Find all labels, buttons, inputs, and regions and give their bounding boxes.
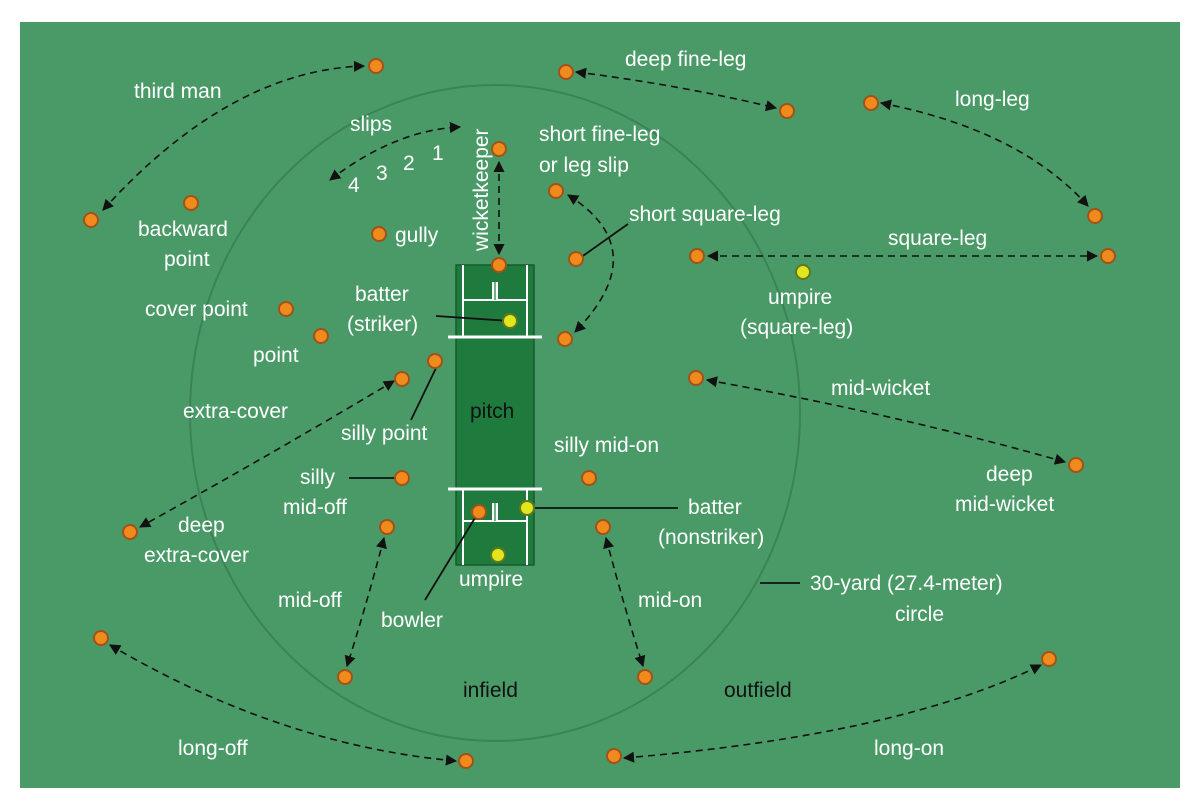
label-short-square-leg: short square-leg [629, 203, 781, 226]
marker-batter-nonstriker [519, 500, 535, 516]
arrow-mid-wicket [705, 376, 1067, 465]
arrow-deep-fine-leg [574, 67, 778, 112]
label-slips: slips [350, 113, 392, 136]
marker-wicketkeeper [491, 257, 507, 273]
marker-long-on [1041, 651, 1057, 667]
label-batter-striker-1: batter [355, 283, 409, 306]
marker-mid-off [379, 519, 395, 535]
label-cover-point: cover point [145, 298, 248, 321]
marker-point [313, 328, 329, 344]
label-circle-2: circle [895, 603, 944, 626]
marker-leg-slip [557, 331, 573, 347]
marker-silly-point [427, 353, 443, 369]
arrow-extra-cover [139, 380, 395, 528]
marker-long-leg-2 [1087, 208, 1103, 224]
label-slip-2: 2 [403, 152, 415, 175]
label-deep-mid-wicket-1: deep [986, 463, 1033, 486]
batter-umpire-markers [490, 264, 811, 563]
arrow-mid-on [603, 536, 646, 668]
marker-long-on-deep [606, 748, 622, 764]
movement-arrows [102, 60, 1099, 766]
label-third-man: third man [134, 80, 222, 103]
label-square-leg: square-leg [888, 227, 987, 250]
label-point: point [253, 344, 299, 367]
label-deep-extra-cover-2: extra-cover [144, 544, 249, 567]
label-infield: infield [463, 679, 518, 702]
marker-square-leg [689, 248, 705, 264]
marker-deep-extra-cover [122, 524, 138, 540]
label-silly-mid-off-1: silly [300, 466, 335, 489]
label-long-off: long-off [178, 737, 248, 760]
marker-mid-wicket [688, 370, 704, 386]
marker-silly-mid-off [394, 470, 410, 486]
marker-short-square-leg [568, 251, 584, 267]
marker-silly-mid-on [581, 470, 597, 486]
marker-third-man [368, 58, 384, 74]
label-circle-1: 30-yard (27.4-meter) [810, 572, 1003, 595]
marker-gully [371, 226, 387, 242]
label-mid-off: mid-off [278, 589, 342, 612]
label-slip-1: 1 [432, 142, 444, 165]
label-outfield: outfield [724, 679, 792, 702]
label-batter-nonstriker-1: batter [688, 496, 742, 519]
label-silly-mid-on: silly mid-on [554, 434, 659, 457]
marker-batter-striker [502, 313, 518, 329]
arrow-mid-off [344, 536, 387, 668]
arrow-long-on [622, 664, 1043, 763]
marker-wicketkeeper-deep [491, 141, 507, 157]
label-backward-point-1: backward [138, 218, 228, 241]
label-slip-4: 4 [348, 174, 360, 197]
arrow-slips [329, 121, 462, 181]
label-backward-point-2: point [164, 248, 210, 271]
marker-extra-cover [394, 371, 410, 387]
pitch-strip [448, 264, 542, 566]
label-silly-mid-off-2: mid-off [283, 496, 347, 519]
marker-mid-on [595, 519, 611, 535]
leader-lines [349, 223, 800, 601]
label-short-fine-leg-1: short fine-leg [539, 123, 660, 146]
position-labels: third man slips 1 2 3 4 wicketkeeper dee… [134, 48, 1054, 760]
marker-bowler [471, 504, 487, 520]
label-extra-cover: extra-cover [183, 400, 288, 423]
label-mid-wicket: mid-wicket [831, 377, 930, 400]
label-long-leg: long-leg [955, 88, 1030, 111]
label-umpire-sq-2: (square-leg) [740, 316, 853, 339]
label-bowler: bowler [381, 609, 443, 632]
label-mid-on: mid-on [638, 589, 702, 612]
marker-mid-on-deep [637, 669, 653, 685]
marker-deep-fine-leg-2 [779, 103, 795, 119]
arrow-long-leg [879, 99, 1089, 207]
label-pitch: pitch [470, 400, 514, 423]
marker-backward-point [183, 195, 199, 211]
marker-deep-fine-leg [558, 64, 574, 80]
marker-umpire [490, 547, 506, 563]
label-umpire: umpire [459, 568, 523, 591]
label-wicketkeeper: wicketkeeper [470, 128, 493, 252]
marker-long-leg [863, 95, 879, 111]
label-batter-nonstriker-2: (nonstriker) [658, 526, 764, 549]
marker-cover-point [278, 301, 294, 317]
marker-umpire-square-leg [795, 264, 811, 280]
marker-deep-mid-wicket [1068, 457, 1084, 473]
marker-long-off-deep [458, 753, 474, 769]
label-batter-striker-2: (striker) [347, 313, 418, 336]
marker-mid-off-deep [337, 669, 353, 685]
label-umpire-sq-1: umpire [768, 286, 832, 309]
marker-short-fine-leg [548, 183, 564, 199]
marker-third-man-2 [83, 212, 99, 228]
label-short-fine-leg-2: or leg slip [539, 154, 629, 177]
label-silly-point: silly point [341, 422, 428, 445]
marker-long-off [93, 630, 109, 646]
label-slip-3: 3 [376, 162, 388, 185]
fielder-markers [83, 58, 1116, 769]
label-gully: gully [395, 224, 439, 247]
label-deep-extra-cover-1: deep [178, 514, 225, 537]
marker-square-leg-2 [1100, 248, 1116, 264]
label-long-on: long-on [874, 737, 944, 760]
arrow-long-off [109, 644, 458, 766]
label-deep-mid-wicket-2: mid-wicket [955, 493, 1054, 516]
label-deep-fine-leg: deep fine-leg [625, 48, 746, 71]
